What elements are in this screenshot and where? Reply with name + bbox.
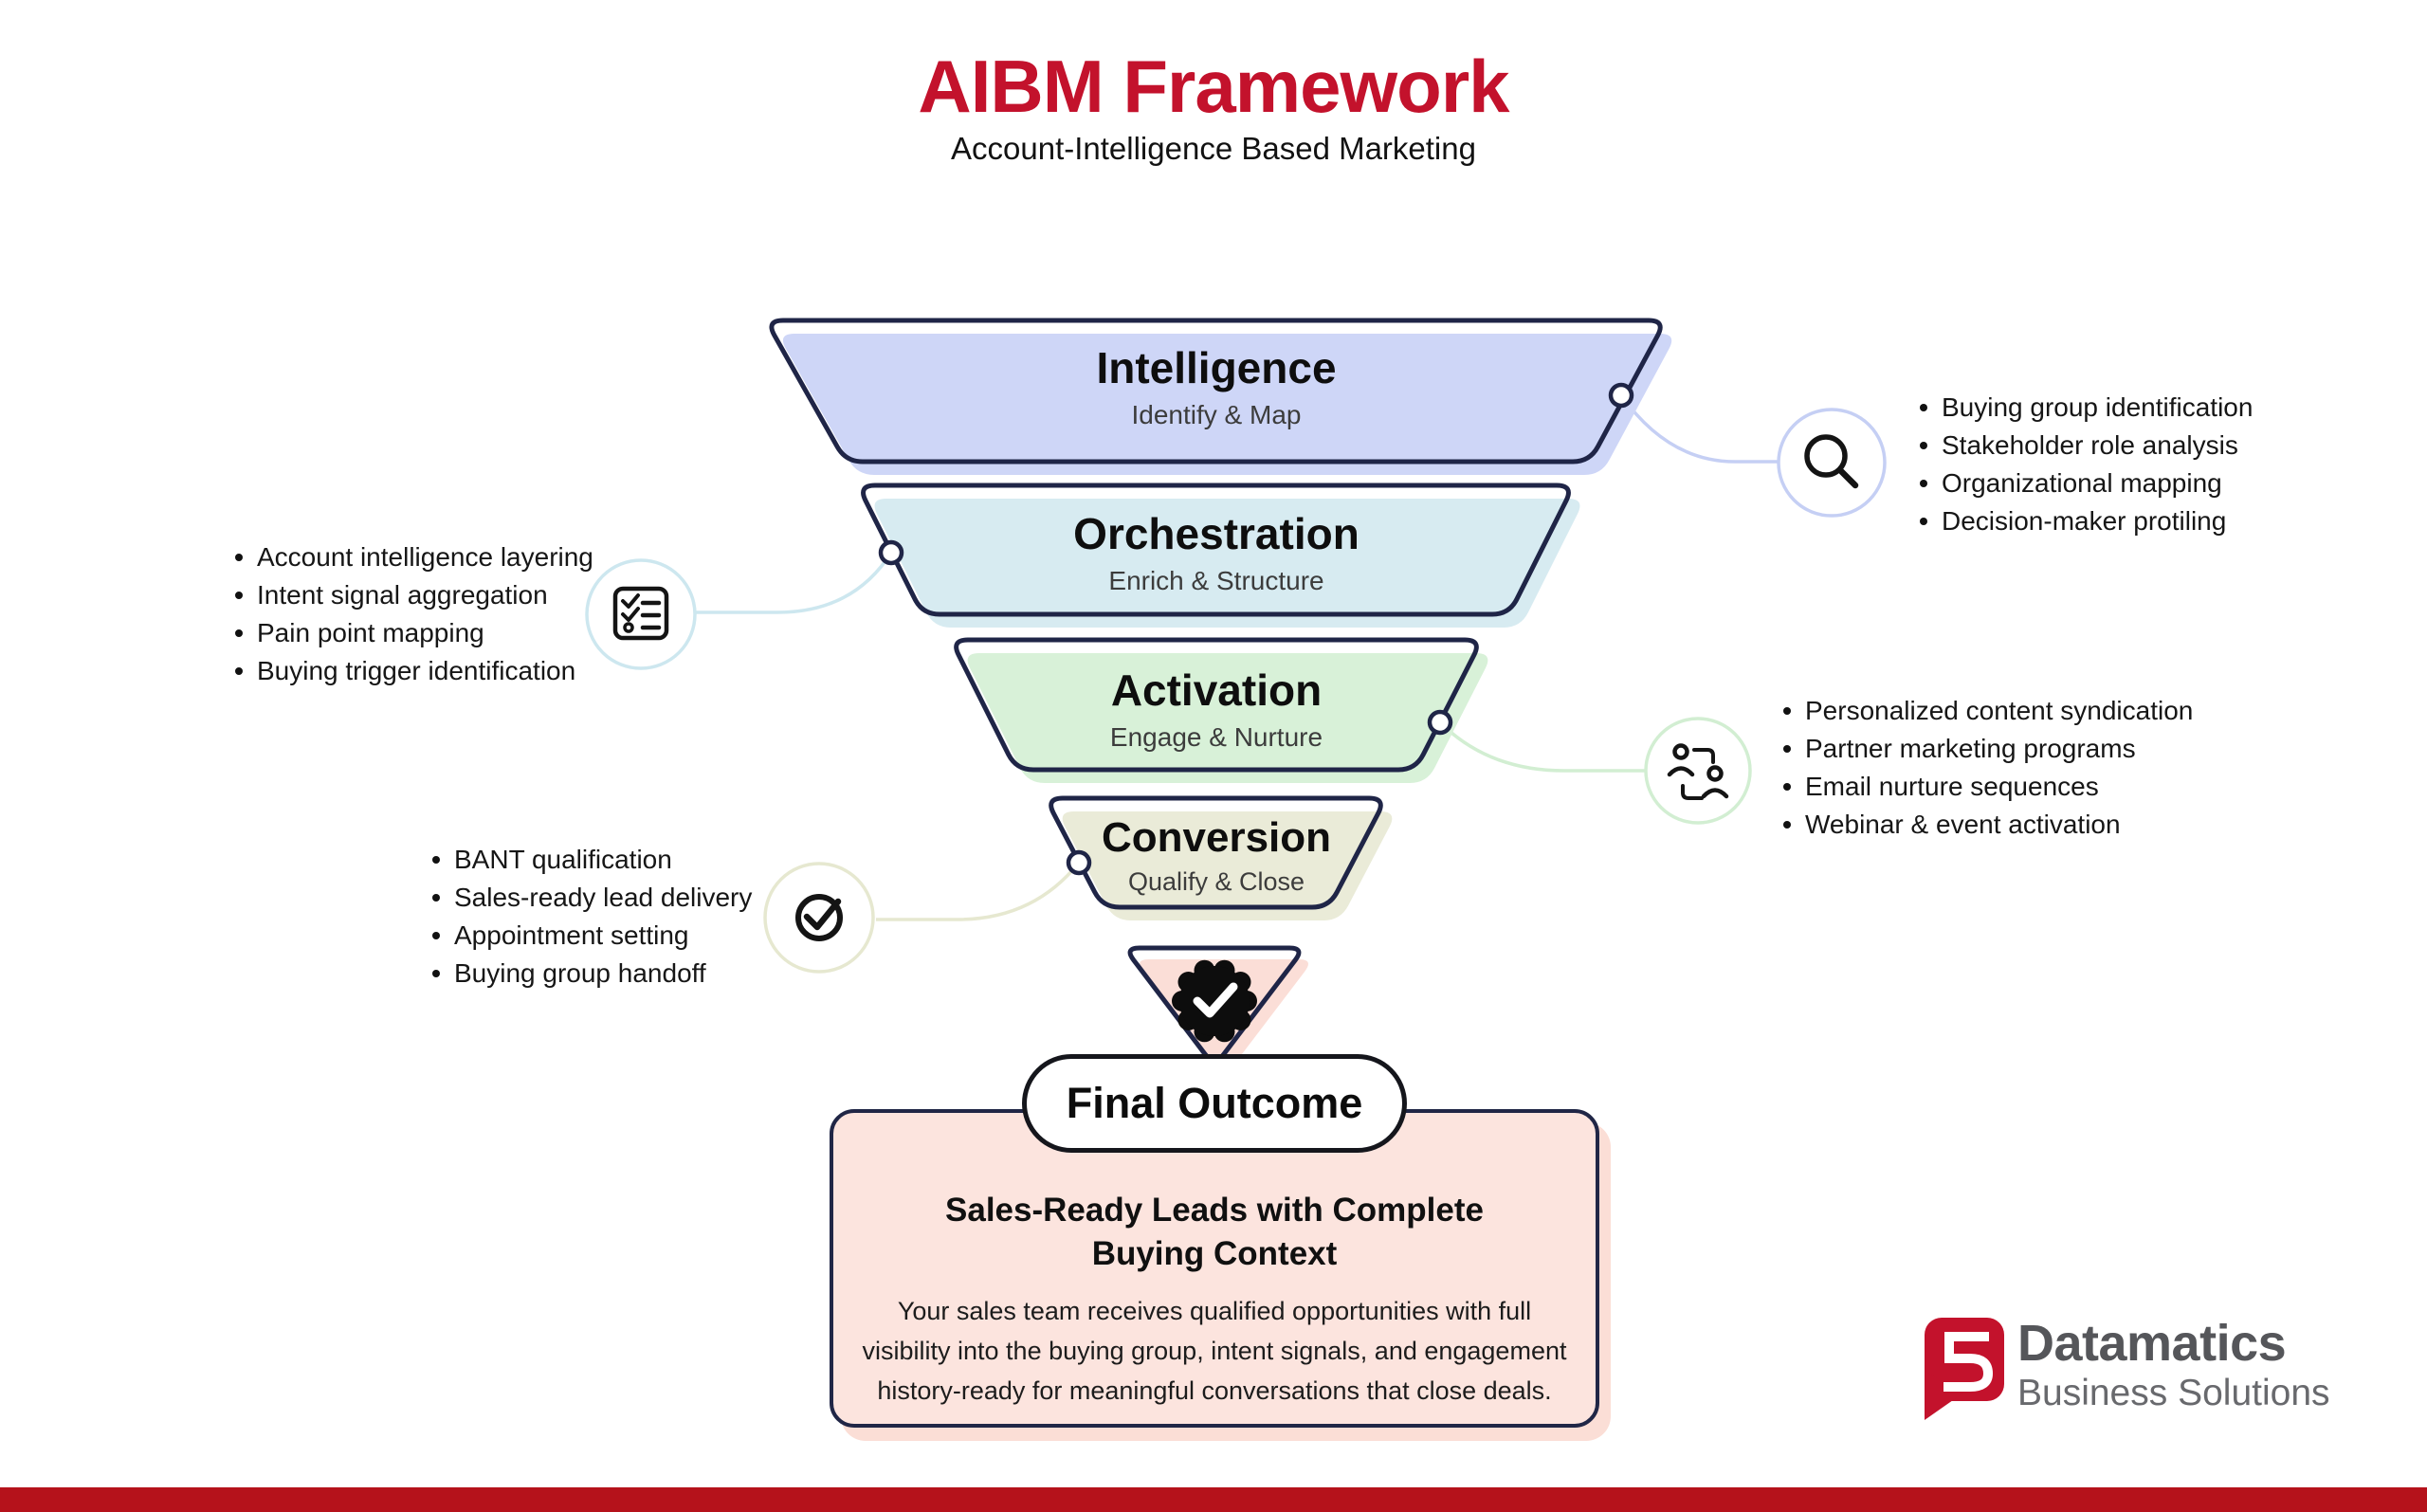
- annotation-item: Webinar & event activation: [1781, 806, 2193, 844]
- final-outcome-body-line: Your sales team receives qualified oppor…: [897, 1297, 1532, 1325]
- page-subtitle: Account-Intelligence Based Marketing: [951, 131, 1476, 166]
- annotation-item: Stakeholder role analysis: [1918, 427, 2253, 465]
- funnel-label-orchestration: Orchestration Enrich & Structure: [856, 509, 1577, 596]
- badge-check-icon: [1172, 959, 1257, 1043]
- annotation-item: Sales-ready lead delivery: [430, 879, 752, 917]
- checklist-icon: [585, 558, 697, 670]
- final-outcome-heading-line: Sales-Ready Leads with Complete: [945, 1192, 1484, 1229]
- annotation-item: Email nurture sequences: [1781, 768, 2193, 806]
- connector-dot: [1608, 382, 1634, 409]
- funnel-label-intelligence: Intelligence Identify & Map: [837, 343, 1596, 430]
- annotation-list-intelligence: Buying group identification Stakeholder …: [1918, 389, 2253, 540]
- annotation-item: Personalized content syndication: [1781, 692, 2193, 730]
- connector-lines: [695, 393, 1779, 921]
- final-outcome-body-line: history-ready for meaningful conversatio…: [877, 1376, 1552, 1405]
- level-subtitle: Engage & Nurture: [1109, 722, 1323, 752]
- annotation-item: Buying trigger identification: [233, 652, 593, 690]
- final-outcome-body: Your sales team receives qualified oppor…: [833, 1291, 1596, 1411]
- annotation-item: Partner marketing programs: [1781, 730, 2193, 768]
- final-outcome-box: Sales-Ready Leads with Complete Buying C…: [830, 1109, 1599, 1428]
- annotation-list-conversion: BANT qualification Sales-ready lead deli…: [430, 841, 752, 993]
- annotation-list-activation: Personalized content syndication Partner…: [1781, 692, 2193, 844]
- annotation-item: Pain point mapping: [233, 614, 593, 652]
- final-outcome-heading: Sales-Ready Leads with Complete Buying C…: [833, 1189, 1596, 1276]
- connector-dot: [878, 539, 904, 566]
- people-handoff-icon: [1644, 717, 1752, 825]
- level-title: Intelligence: [1096, 343, 1337, 392]
- footer-accent-bar: [0, 1487, 2427, 1512]
- brand-name: Datamatics: [2017, 1315, 2287, 1372]
- check-circle-icon: [763, 862, 875, 974]
- annotation-item: Buying group identification: [1918, 389, 2253, 427]
- annotation-item: BANT qualification: [430, 841, 752, 879]
- datamatics-logo-mark: [1925, 1318, 2004, 1420]
- level-title: Orchestration: [1073, 509, 1359, 558]
- level-subtitle: Enrich & Structure: [1108, 566, 1324, 595]
- annotation-list-orchestration: Account intelligence layering Intent sig…: [233, 538, 593, 690]
- final-outcome-body-line: visibility into the buying group, intent…: [862, 1337, 1567, 1365]
- level-subtitle: Identify & Map: [1131, 400, 1302, 429]
- connector-dot: [1066, 849, 1092, 876]
- final-outcome-label: Final Outcome: [1022, 1054, 1407, 1153]
- funnel-label-activation: Activation Engage & Nurture: [951, 665, 1482, 753]
- connector-dot: [1427, 709, 1453, 736]
- brand-tagline: Business Solutions: [2017, 1373, 2330, 1413]
- page-title: AIBM Framework: [918, 45, 1509, 128]
- annotation-item: Decision-maker protiling: [1918, 502, 2253, 540]
- level-title: Activation: [1110, 665, 1323, 715]
- final-outcome-heading-line: Buying Context: [1091, 1235, 1338, 1272]
- level-title: Conversion: [1101, 814, 1332, 861]
- annotation-item: Intent signal aggregation: [233, 576, 593, 614]
- magnifier-icon: [1777, 408, 1887, 518]
- annotation-item: Organizational mapping: [1918, 465, 2253, 502]
- datamatics-logo-text: Datamatics Business Solutions: [2017, 1318, 2330, 1414]
- annotation-item: Account intelligence layering: [233, 538, 593, 576]
- funnel-label-conversion: Conversion Qualify & Close: [1046, 813, 1387, 897]
- annotation-item: Appointment setting: [430, 917, 752, 955]
- connector-dots: [878, 382, 1634, 876]
- level-subtitle: Qualify & Close: [1127, 867, 1305, 896]
- annotation-item: Buying group handoff: [430, 955, 752, 993]
